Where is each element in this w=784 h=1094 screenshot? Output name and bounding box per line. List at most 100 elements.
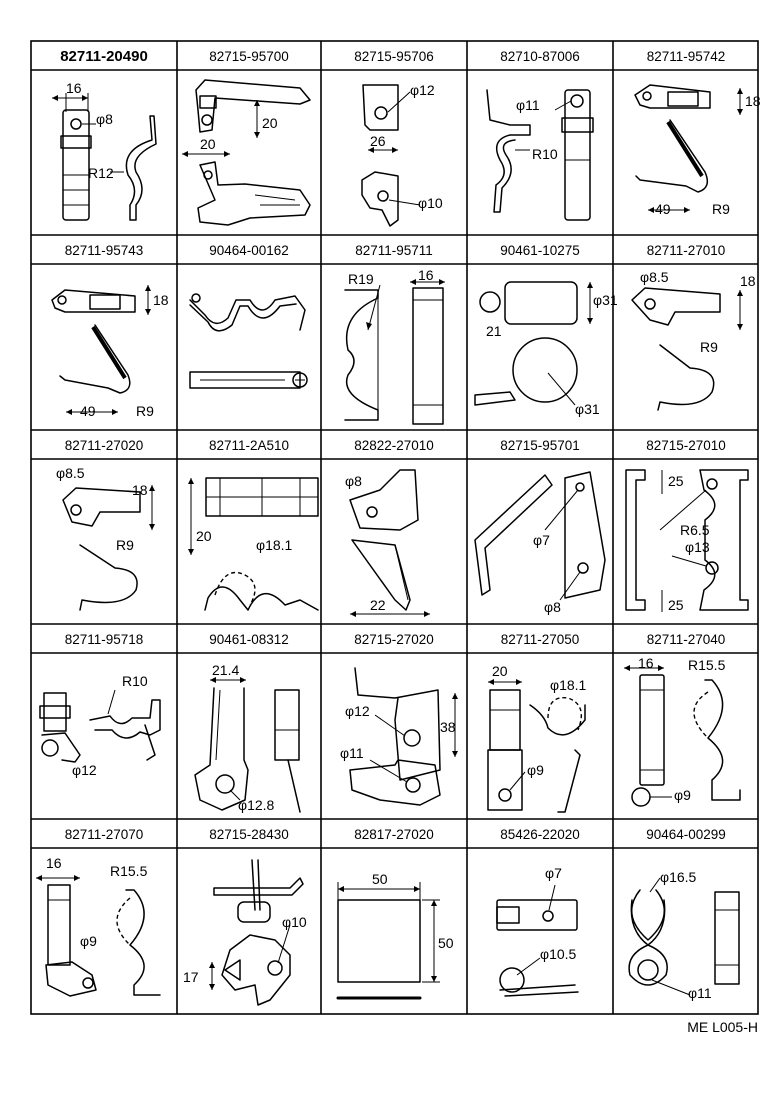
grid xyxy=(30,40,759,1015)
clamp-drawing-82711-2A510: 20 φ18.1 xyxy=(188,477,319,611)
part-number: 82715-27020 xyxy=(354,632,434,647)
dimension-label: 17 xyxy=(183,969,199,985)
dimension-label: φ8 xyxy=(544,599,561,615)
part-number: 82711-20490 xyxy=(60,48,148,65)
dimension-label: 25 xyxy=(668,597,684,613)
dimension-label: 21 xyxy=(486,323,502,339)
dimension-label: R15.5 xyxy=(688,657,726,673)
clamp-drawing-82711-95742: 18 49 R9 xyxy=(634,84,761,217)
part-number: 82715-95700 xyxy=(209,49,289,64)
dimension-label: R10 xyxy=(122,673,148,689)
clamp-drawing-82822-27010: φ8 22 xyxy=(345,469,430,617)
dimension-label: 49 xyxy=(655,201,671,217)
dimension-label: R15.5 xyxy=(110,863,148,879)
dimension-label: φ11 xyxy=(516,97,540,113)
clamp-drawing-82711-27040: 16 φ9 R15.5 xyxy=(624,655,741,807)
dimension-label: 16 xyxy=(418,267,434,283)
clamp-drawing-82711-27070: 16 φ9 R15.5 xyxy=(36,855,161,997)
dimension-label: 26 xyxy=(370,133,386,149)
dimension-label: 18 xyxy=(132,482,148,498)
sheet-code: ME L005-H xyxy=(687,1019,758,1035)
dimension-label: 18 xyxy=(745,93,761,109)
clamp-drawing-90464-00162 xyxy=(189,293,308,389)
dimension-label: φ31 xyxy=(575,401,600,417)
dimension-label: 22 xyxy=(370,597,386,613)
dimension-label: 49 xyxy=(80,403,96,419)
clamp-drawing-82711-27010: φ8.5 18 R9 xyxy=(631,269,756,411)
part-number: 82711-95718 xyxy=(65,632,144,647)
dimension-label: φ12 xyxy=(72,762,97,778)
clamp-drawing-82711-27050: 20 φ9 φ18.1 xyxy=(487,663,587,813)
dimension-label: φ11 xyxy=(340,745,364,761)
clamp-drawing-90461-08312: 21.4 φ12.8 xyxy=(194,662,301,813)
part-number: 90461-08312 xyxy=(209,632,289,647)
dimension-label: φ9 xyxy=(80,933,97,949)
part-number: 82711-27050 xyxy=(501,632,580,647)
dimension-label: φ12 xyxy=(410,82,435,98)
dimension-label: φ11 xyxy=(688,985,712,1001)
dimension-label: φ9 xyxy=(527,762,544,778)
clamp-drawing-82711-20490: 16 φ8 R12 xyxy=(52,80,157,221)
dimension-label: 20 xyxy=(196,528,212,544)
dimension-label: φ10.5 xyxy=(540,946,577,962)
dimension-label: φ12 xyxy=(345,703,370,719)
clamp-drawing-82715-27010: 25 R6.5 φ13 25 xyxy=(625,469,749,613)
part-number: 82715-95706 xyxy=(354,49,434,64)
dimension-label: φ7 xyxy=(533,532,550,548)
clamp-drawing-90461-10275: φ31 21 φ31 xyxy=(474,281,618,417)
dimension-label: 16 xyxy=(638,655,654,671)
dimension-label: φ13 xyxy=(685,539,710,555)
dimension-label: φ18.1 xyxy=(256,537,293,553)
dimension-label: φ12.8 xyxy=(238,797,275,813)
clamp-drawing-82715-95701: φ7 φ8 xyxy=(474,471,606,615)
dimension-label: φ18.1 xyxy=(550,677,587,693)
dimension-label: φ8.5 xyxy=(56,465,85,481)
dimension-label: φ10 xyxy=(282,914,307,930)
dimension-label: φ16.5 xyxy=(660,869,697,885)
clamp-drawing-82715-95706: φ12 26 φ10 xyxy=(361,82,443,227)
grid-border xyxy=(30,40,759,1015)
part-number: 90461-10275 xyxy=(500,243,580,258)
clamp-drawing-82715-28430: φ10 17 xyxy=(183,859,307,1006)
dimension-label: 16 xyxy=(46,855,62,871)
dimension-label: 38 xyxy=(440,719,456,735)
dimension-label: R12 xyxy=(88,165,114,181)
part-number: 82822-27010 xyxy=(354,438,434,453)
dimension-label: R9 xyxy=(136,403,154,419)
dimension-label: R9 xyxy=(712,201,730,217)
clamp-drawing-82817-27020: 50 50 xyxy=(336,871,454,1000)
part-number: 82711-95742 xyxy=(647,49,726,64)
clamp-drawing-82711-27020: φ8.5 18 R9 xyxy=(56,465,155,611)
part-number: 90464-00162 xyxy=(209,243,289,258)
part-number-labels: 82711-20490 82715-95700 82715-95706 8271… xyxy=(60,48,726,842)
dimension-label: φ10 xyxy=(418,195,443,211)
part-number: 82711-2A510 xyxy=(209,438,289,453)
part-number: 82711-95743 xyxy=(65,243,144,258)
clamp-drawing-82715-27020: φ12 38 φ11 xyxy=(340,667,458,806)
dimension-label: φ31 xyxy=(593,292,618,308)
dimension-label: 21.4 xyxy=(212,662,239,678)
dimension-label: 18 xyxy=(740,273,756,289)
clamp-drawing-82711-95711: R19 16 xyxy=(344,267,445,425)
dimension-label: φ7 xyxy=(545,865,562,881)
dimension-label: φ8.5 xyxy=(640,269,669,285)
part-number: 82711-95711 xyxy=(355,243,433,258)
part-number: 90464-00299 xyxy=(646,827,726,842)
part-number: 82817-27020 xyxy=(354,827,434,842)
dimension-label: R6.5 xyxy=(680,522,710,538)
dimension-label: 50 xyxy=(372,871,388,887)
part-number: 82710-87006 xyxy=(500,49,580,64)
clamp-drawing-82710-87006: φ11 R10 xyxy=(486,89,594,221)
part-number: 82711-27010 xyxy=(647,243,726,258)
dimension-label: R9 xyxy=(116,537,134,553)
dimension-label: 25 xyxy=(668,473,684,489)
dimension-label: 16 xyxy=(66,80,82,96)
dimension-label: R19 xyxy=(348,271,374,287)
part-number: 82711-27070 xyxy=(65,827,144,842)
dimension-label: 20 xyxy=(200,136,216,152)
dimension-label: 50 xyxy=(438,935,454,951)
dimension-label: φ9 xyxy=(674,787,691,803)
dimension-label: R9 xyxy=(700,339,718,355)
dimension-label: 20 xyxy=(262,115,278,131)
